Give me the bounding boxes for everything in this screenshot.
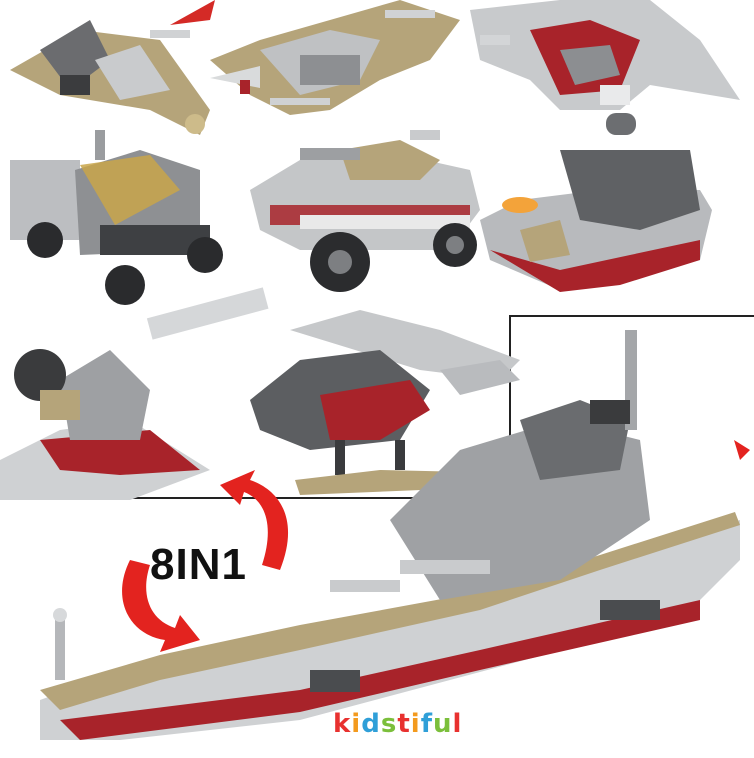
- brand-letter: i: [351, 709, 362, 739]
- arrow-icon: [122, 470, 289, 652]
- brand-letter: i: [410, 709, 421, 739]
- gunboat: [480, 113, 712, 292]
- brand-logo: kidstiful: [333, 709, 462, 739]
- brand-letter: l: [452, 709, 463, 739]
- brand-letter: f: [420, 709, 433, 739]
- brand-letter: t: [397, 709, 411, 739]
- fighter-jet: [10, 0, 215, 135]
- helicopter: [250, 310, 520, 495]
- armored-truck: [10, 130, 223, 305]
- brand-letter: d: [361, 709, 381, 739]
- red-jet: [470, 0, 740, 110]
- jet-plane: [210, 0, 460, 115]
- 8in1-label: 8IN1: [150, 540, 247, 589]
- tank: [250, 130, 480, 292]
- artillery-cannon: [0, 287, 269, 500]
- battleship: [40, 330, 750, 740]
- brand-letter: u: [433, 709, 453, 739]
- brand-letter: s: [380, 709, 398, 739]
- brand-letter: k: [333, 709, 352, 739]
